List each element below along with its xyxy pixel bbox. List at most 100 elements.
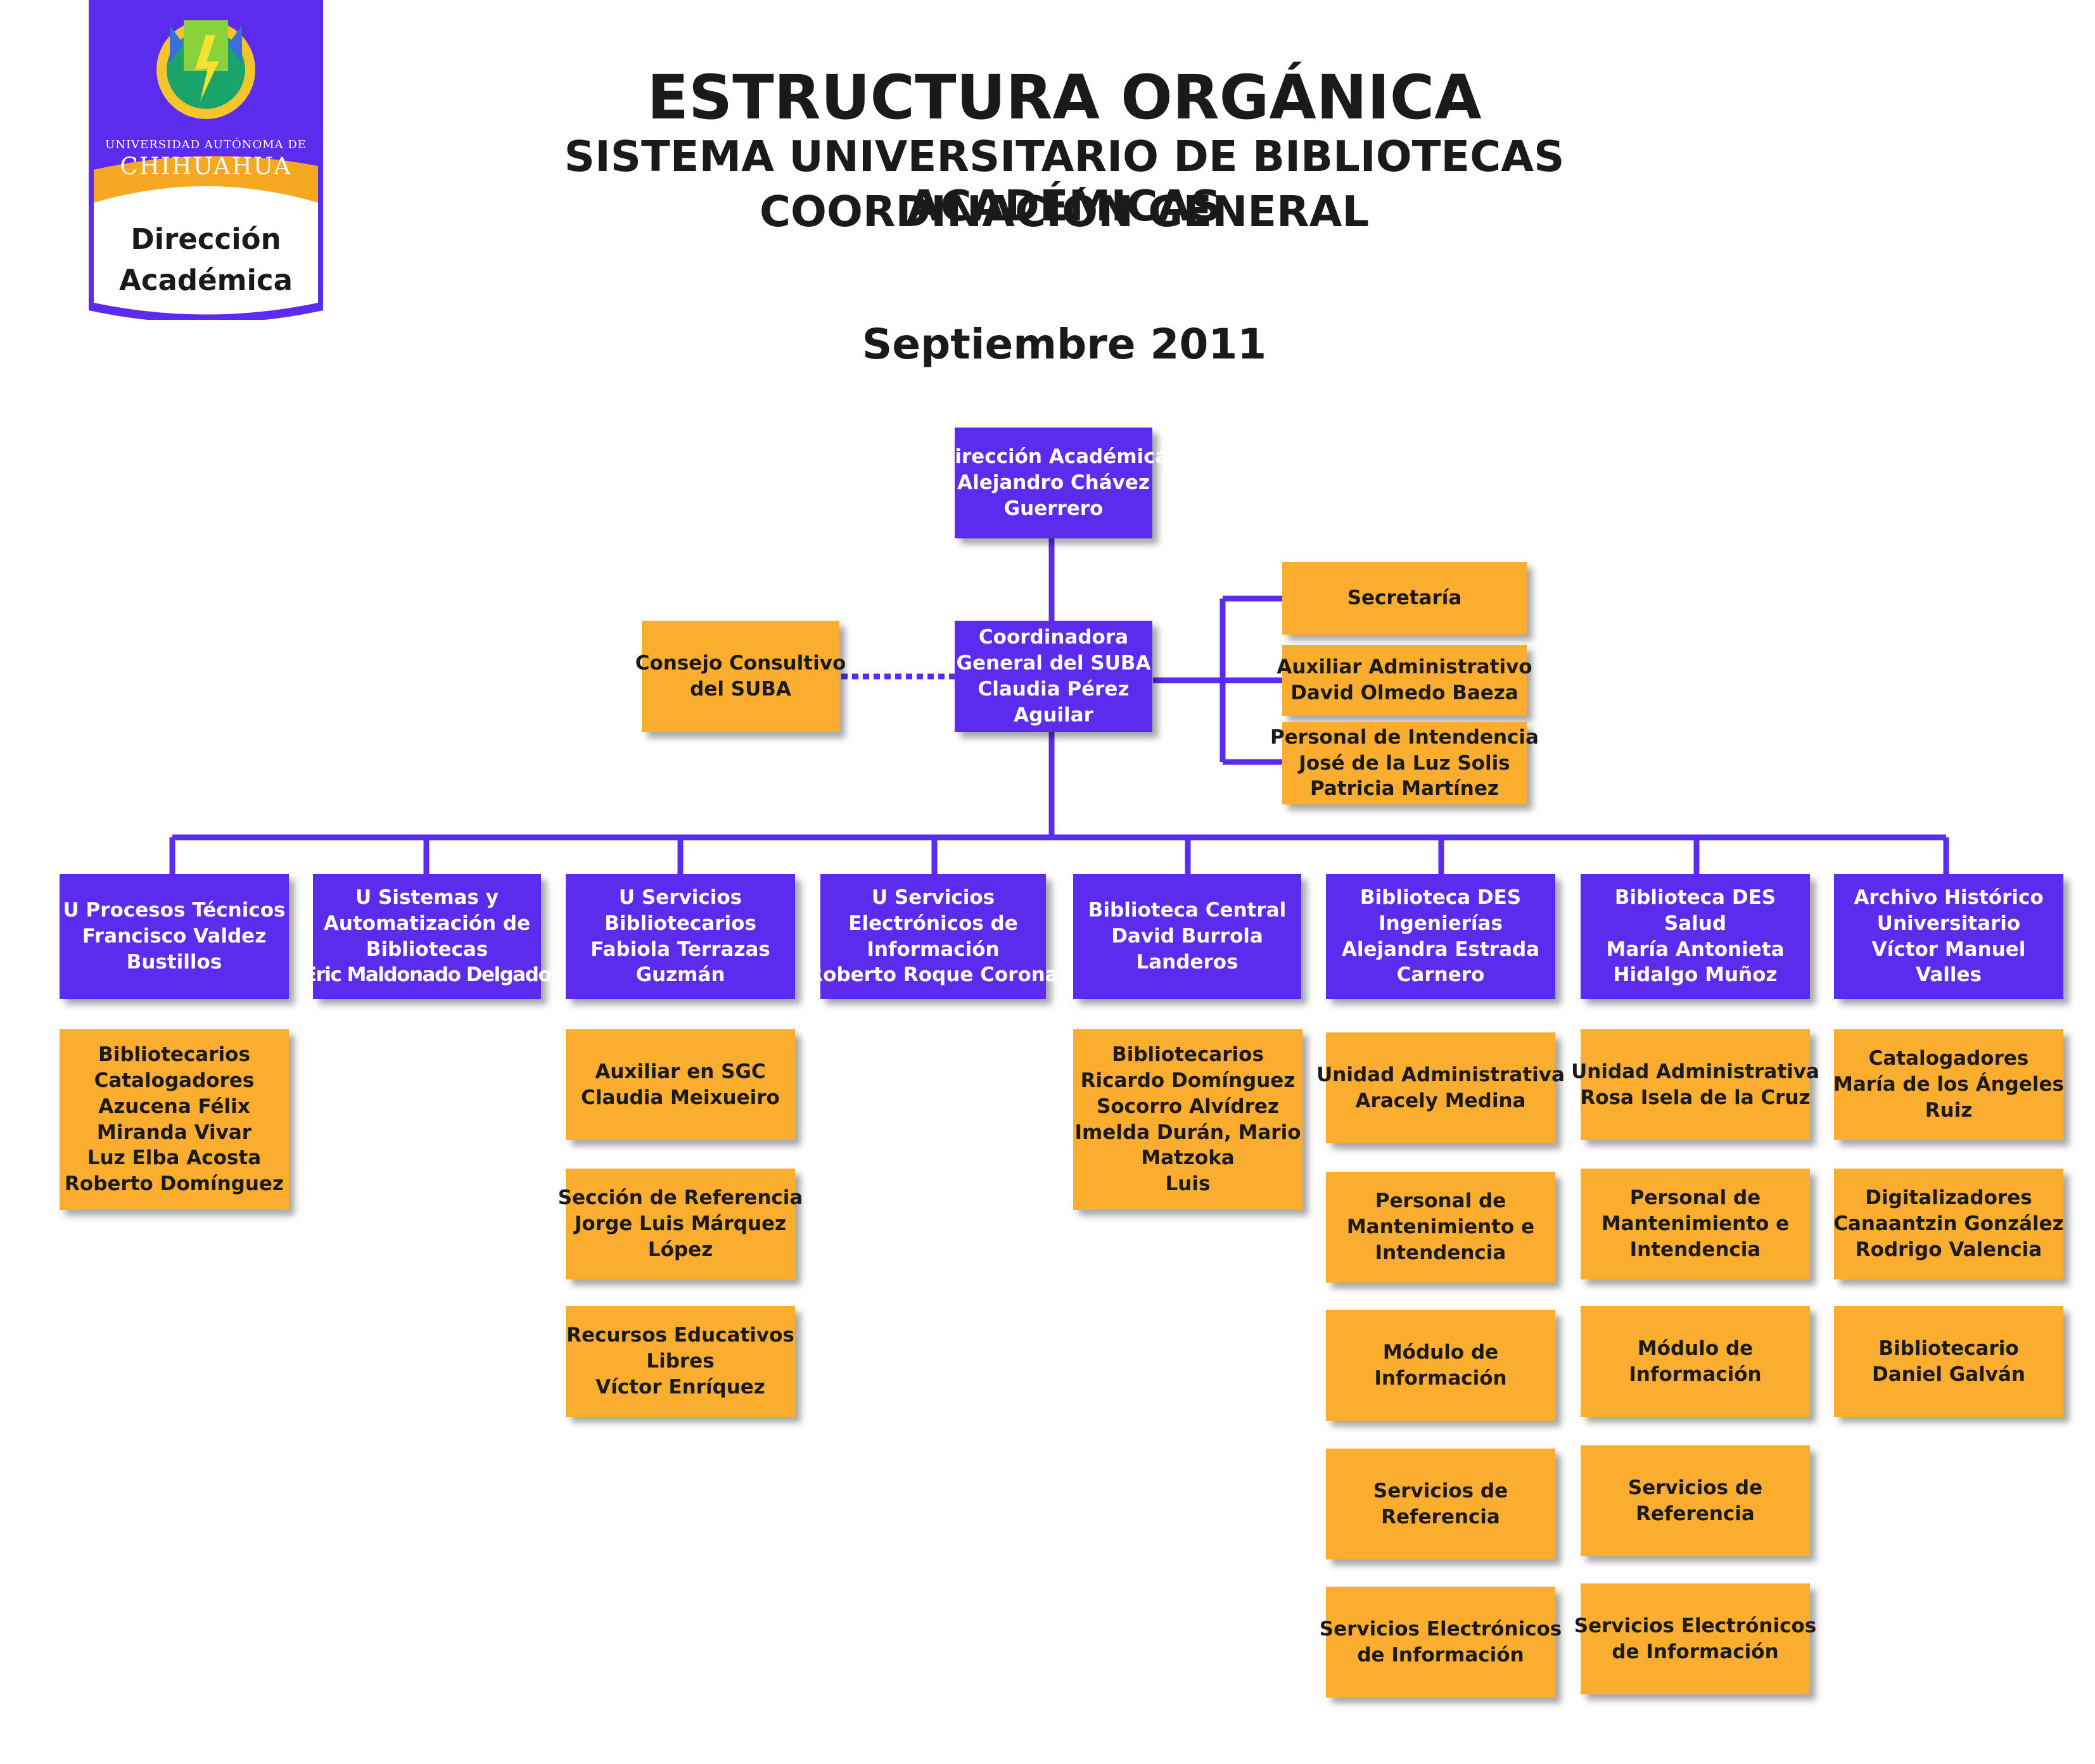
- box-line: Servicios de: [1373, 1479, 1508, 1502]
- box-line: Bustillos: [126, 950, 222, 974]
- box-line: Ricardo Domínguez: [1080, 1069, 1296, 1092]
- box-line: Bibliotecarios: [604, 911, 756, 935]
- box-line: Información: [1374, 1366, 1507, 1390]
- box-line: Electrónicos de: [848, 911, 1018, 935]
- box-line: Servicios de: [1627, 1476, 1763, 1499]
- page-title: ESTRUCTURA ORGÁNICA: [647, 62, 1482, 133]
- box-line: Azucena Félix: [98, 1095, 250, 1118]
- box-line: David Olmedo Baeza: [1290, 682, 1519, 704]
- box-line: Eric Maldonado Delgado: [303, 963, 552, 987]
- box-line: Biblioteca DES: [1614, 885, 1776, 909]
- logo-shield-inner: [94, 175, 318, 315]
- box-line: Bibliotecarios: [1112, 1043, 1264, 1066]
- box-line: Guerrero: [1003, 497, 1104, 520]
- logo-department: Dirección Académica: [89, 219, 323, 301]
- staff-servicios-electronicos-salud: Servicios Electrónicos de Información: [1574, 1583, 1816, 1694]
- box-line: Bibliotecario: [1878, 1336, 2019, 1360]
- box-line: Información: [867, 937, 1000, 961]
- box-line: Servicios Electrónicos: [1574, 1614, 1817, 1637]
- box-line: Referencia: [1381, 1505, 1500, 1528]
- box-line: Módulo de: [1382, 1340, 1499, 1364]
- box-line: José de la Luz Solis: [1299, 751, 1510, 775]
- box-line: Socorro Alvídrez: [1097, 1095, 1279, 1118]
- lightning-icon: [195, 35, 219, 101]
- box-line: Personal de: [1375, 1190, 1506, 1213]
- box-line: Catalogadores: [94, 1069, 255, 1092]
- logo-department-line2: Académica: [119, 263, 293, 298]
- box-line: David Burrola: [1111, 925, 1263, 948]
- box-line: U Servicios: [871, 885, 995, 909]
- box-line: Aguilar: [1014, 703, 1093, 727]
- box-line: Biblioteca Central: [1088, 899, 1287, 922]
- box-line: Roberto Domínguez: [65, 1172, 284, 1196]
- box-line: Secretaría: [1347, 587, 1462, 610]
- box-line: Rodrigo Valencia: [1855, 1238, 2042, 1261]
- box-line: Bibliotecas: [366, 937, 488, 961]
- staff-servicios-referencia-ingenierias: Servicios de Referencia: [1326, 1449, 1555, 1559]
- box-line: Fabiola Terrazas: [590, 937, 770, 961]
- box-line: Universitario: [1876, 911, 2021, 935]
- logo-university-line2: CHIHUAHUA: [120, 153, 292, 180]
- box-line: Imelda Durán, Mario: [1074, 1120, 1301, 1144]
- box-line: Personal de Intendencia: [1270, 725, 1539, 749]
- box-line: Carnero: [1396, 963, 1485, 987]
- box-line: Miranda Vivar: [96, 1120, 252, 1144]
- box-line: Unidad Administrativa: [1316, 1063, 1565, 1086]
- box-line: Referencia: [1636, 1502, 1755, 1525]
- box-line: Luz Elba Acosta: [87, 1146, 262, 1170]
- box-secretaria: Secretaría: [1282, 562, 1527, 635]
- box-line: Claudia Meixueiro: [581, 1086, 780, 1109]
- box-line: Ingenierías: [1379, 911, 1503, 935]
- box-line: Luis: [1165, 1172, 1211, 1196]
- box-line: Dirección Académica: [938, 445, 1169, 469]
- box-line: U Servicios: [618, 885, 742, 909]
- box-line: Canaantzin González: [1833, 1212, 2064, 1236]
- box-line: Hidalgo Muñoz: [1613, 963, 1778, 987]
- box-line: Guzmán: [635, 963, 725, 987]
- box-line: de Información: [1612, 1640, 1779, 1663]
- box-line: del SUBA: [690, 678, 791, 701]
- box-line: Alejandra Estrada: [1341, 937, 1540, 961]
- box-line: Daniel Galván: [1872, 1362, 2025, 1386]
- box-line: Información: [1629, 1362, 1762, 1386]
- box-line: Módulo de: [1637, 1336, 1754, 1360]
- box-line: Auxiliar Administrativo: [1277, 656, 1532, 679]
- logo-gold-band: [94, 156, 318, 203]
- box-line: López: [647, 1238, 713, 1261]
- box-line: Bibliotecarios: [98, 1043, 250, 1066]
- box-line: Intendencia: [1375, 1241, 1506, 1264]
- box-line: Mantenimiento e: [1346, 1215, 1535, 1239]
- box-line: Consejo Consultivo: [635, 652, 846, 675]
- box-line: Sección de Referencia: [557, 1186, 803, 1210]
- box-line: Automatización de: [323, 911, 531, 935]
- box-line: Coordinadora: [978, 626, 1129, 649]
- box-line: Auxiliar en SGC: [595, 1060, 766, 1083]
- university-logo: [89, 0, 323, 320]
- box-line: Landeros: [1136, 950, 1239, 974]
- logo-university-name: UNIVERSIDAD AUTÓNOMA DE CHIHUAHUA: [89, 138, 323, 180]
